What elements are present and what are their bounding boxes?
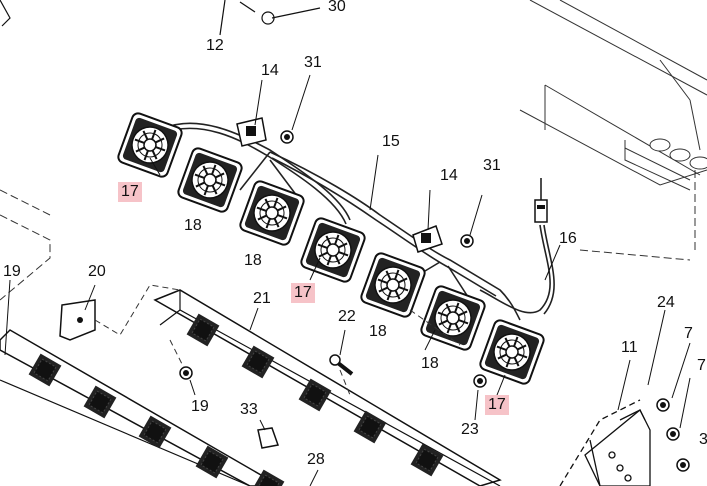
callout-22: 22 (338, 308, 356, 325)
callout-12: 12 (206, 37, 224, 54)
screw-7-a (656, 398, 670, 412)
bracket-14-b (412, 225, 443, 253)
nut-31-a (280, 130, 294, 144)
callout-18-c: 18 (369, 323, 387, 340)
fan-17-c (477, 317, 547, 387)
callout-30: 30 (328, 0, 346, 15)
connector-16 (534, 199, 548, 223)
callout-18-d: 18 (421, 355, 439, 372)
callout-21: 21 (253, 290, 271, 307)
callout-3: 3 (699, 431, 707, 448)
bracket-20 (59, 299, 96, 341)
callout-14-lower: 14 (440, 167, 458, 184)
callout-19-lower: 19 (191, 398, 209, 415)
callout-14-upper: 14 (261, 62, 279, 79)
bracket-14-a (236, 117, 267, 147)
board-28 (0, 329, 282, 486)
callout-24: 24 (657, 294, 675, 311)
cable-harness (159, 122, 555, 321)
callout-20: 20 (88, 263, 106, 280)
fan-17-b (298, 215, 368, 285)
frame-right (519, 0, 707, 261)
callout-23: 23 (461, 421, 479, 438)
screw-3 (676, 458, 690, 472)
callout-15: 15 (382, 133, 400, 150)
callout-31-upper: 31 (304, 54, 322, 71)
callout-17-middle: 17 (291, 283, 315, 303)
bracket-24 (559, 399, 651, 486)
top-fragment (0, 0, 321, 36)
dashed-leaders (94, 284, 461, 396)
fan-18-c (358, 250, 428, 320)
nut-23 (473, 374, 487, 388)
screw-22 (329, 354, 354, 376)
fan-17-a (115, 110, 185, 180)
callout-28: 28 (307, 451, 325, 468)
screw-7-b (666, 427, 680, 441)
callout-16: 16 (559, 230, 577, 247)
callout-31-lower: 31 (483, 157, 501, 174)
callout-18-a: 18 (184, 217, 202, 234)
callout-19-left: 19 (3, 263, 21, 280)
leader-lines (4, 74, 691, 486)
screw-19 (179, 366, 193, 380)
left-frame (0, 189, 51, 301)
callout-7-lower: 7 (697, 357, 706, 374)
callout-11: 11 (621, 339, 638, 356)
callout-33: 33 (240, 401, 258, 418)
callout-17-lower: 17 (485, 395, 509, 415)
callout-7-upper: 7 (684, 325, 693, 342)
callout-18-b: 18 (244, 252, 262, 269)
clip-33 (257, 427, 279, 449)
fan-18-b (237, 178, 307, 248)
nut-31-b (460, 234, 474, 248)
callout-17-upper: 17 (118, 182, 142, 202)
fan-18-a (175, 145, 245, 215)
